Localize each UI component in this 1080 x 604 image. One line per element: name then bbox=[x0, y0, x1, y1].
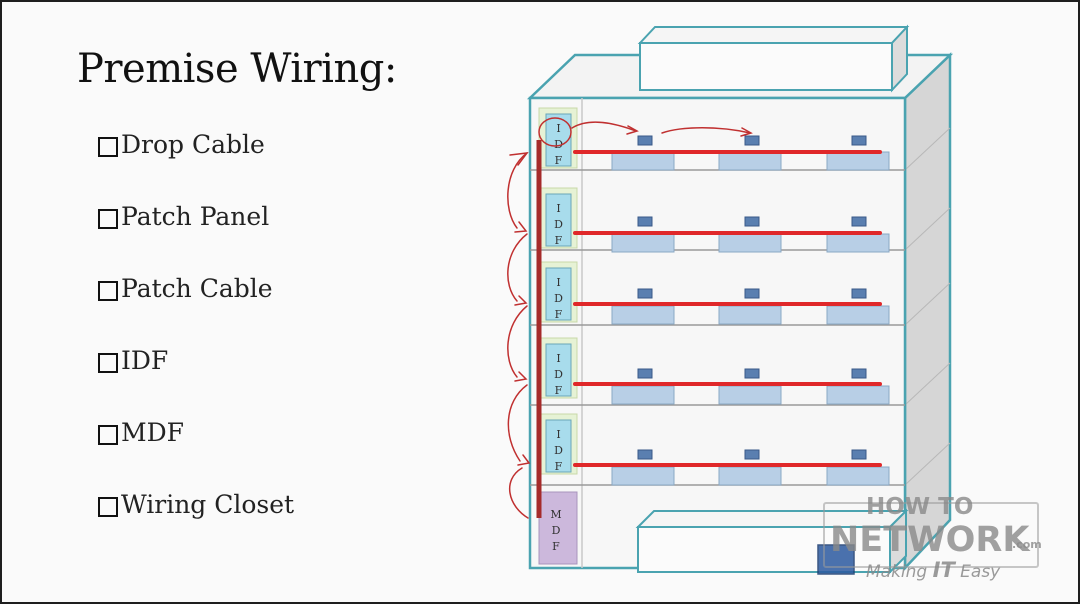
building-front bbox=[528, 96, 907, 570]
bullet-drop-cable: Drop Cable bbox=[98, 130, 294, 202]
slide-title: Premise Wiring: bbox=[77, 46, 397, 92]
floor-5-workstations bbox=[611, 449, 890, 486]
bullet-label: Drop Cable bbox=[121, 130, 265, 159]
mdf-letter: D bbox=[552, 524, 561, 537]
mdf-letter: F bbox=[552, 540, 560, 553]
bullet-mdf: MDF bbox=[98, 418, 294, 490]
idf-letter: D bbox=[554, 218, 563, 231]
bullet-label: Patch Panel bbox=[121, 202, 270, 231]
idf-closet: I D F bbox=[538, 107, 578, 169]
idf-letter: I bbox=[556, 428, 560, 441]
idf-letter: I bbox=[556, 122, 560, 135]
idf-letter: F bbox=[555, 154, 563, 167]
floor-3-workstations bbox=[611, 288, 890, 325]
idf-letter: F bbox=[555, 384, 563, 397]
logo-suffix: .com bbox=[1012, 538, 1042, 551]
logo-tagline-it: IT bbox=[933, 558, 957, 582]
bullet-label: MDF bbox=[121, 418, 184, 447]
bullet-patch-cable: Patch Cable bbox=[98, 274, 294, 346]
bullet-idf: IDF bbox=[98, 346, 294, 418]
idf-letter: F bbox=[555, 308, 563, 321]
bullet-list: Drop Cable Patch Panel Patch Cable IDF M… bbox=[98, 130, 294, 562]
checkbox-icon bbox=[98, 425, 118, 445]
watermark-logo: HOW TO NETWORK .com Making IT Easy bbox=[817, 494, 1042, 582]
annotation-marks bbox=[507, 117, 753, 519]
idf-letter: I bbox=[556, 202, 560, 215]
roof-unit-front bbox=[639, 42, 893, 91]
bullet-patch-panel: Patch Panel bbox=[98, 202, 294, 274]
mdf-letter: M bbox=[550, 508, 561, 521]
side-hatch bbox=[904, 127, 951, 486]
bullet-label: Patch Cable bbox=[121, 274, 273, 303]
checkbox-icon bbox=[98, 281, 118, 301]
idf-closet: I D F bbox=[538, 413, 578, 475]
mdf-closet: M D F bbox=[538, 491, 578, 565]
idf-letter: D bbox=[554, 444, 563, 457]
bullet-label: Wiring Closet bbox=[121, 490, 295, 519]
bullet-label: IDF bbox=[121, 346, 169, 375]
checkbox-icon bbox=[98, 497, 118, 517]
idf-letter: F bbox=[555, 234, 563, 247]
roof-unit-top bbox=[637, 26, 910, 44]
building-side-face bbox=[903, 52, 952, 572]
logo-tagline-part1: Making bbox=[866, 562, 933, 582]
bullet-wiring-closet: Wiring Closet bbox=[98, 490, 294, 562]
floor-4-workstations bbox=[611, 368, 890, 405]
logo-frame bbox=[823, 502, 1039, 568]
idf-letter: I bbox=[556, 352, 560, 365]
idf-letter: I bbox=[556, 276, 560, 289]
logo-line1: HOW TO bbox=[866, 494, 973, 520]
checkbox-icon bbox=[98, 209, 118, 229]
idf-closet: I D F bbox=[538, 261, 578, 323]
horizontal-cables bbox=[573, 150, 882, 467]
logo-tagline: Making IT Easy bbox=[866, 558, 1001, 582]
idf-letter: D bbox=[554, 138, 563, 151]
logo-line2: NETWORK bbox=[830, 520, 1031, 560]
idf-letter: D bbox=[554, 292, 563, 305]
idf-closet: I D F bbox=[538, 337, 578, 399]
checkbox-icon bbox=[98, 137, 118, 157]
idf-closet: I D F bbox=[538, 187, 578, 249]
logo-tagline-part2: Easy bbox=[955, 562, 1001, 582]
checkbox-icon bbox=[98, 353, 118, 373]
idf-letter: D bbox=[554, 368, 563, 381]
idf-letter: F bbox=[555, 460, 563, 473]
